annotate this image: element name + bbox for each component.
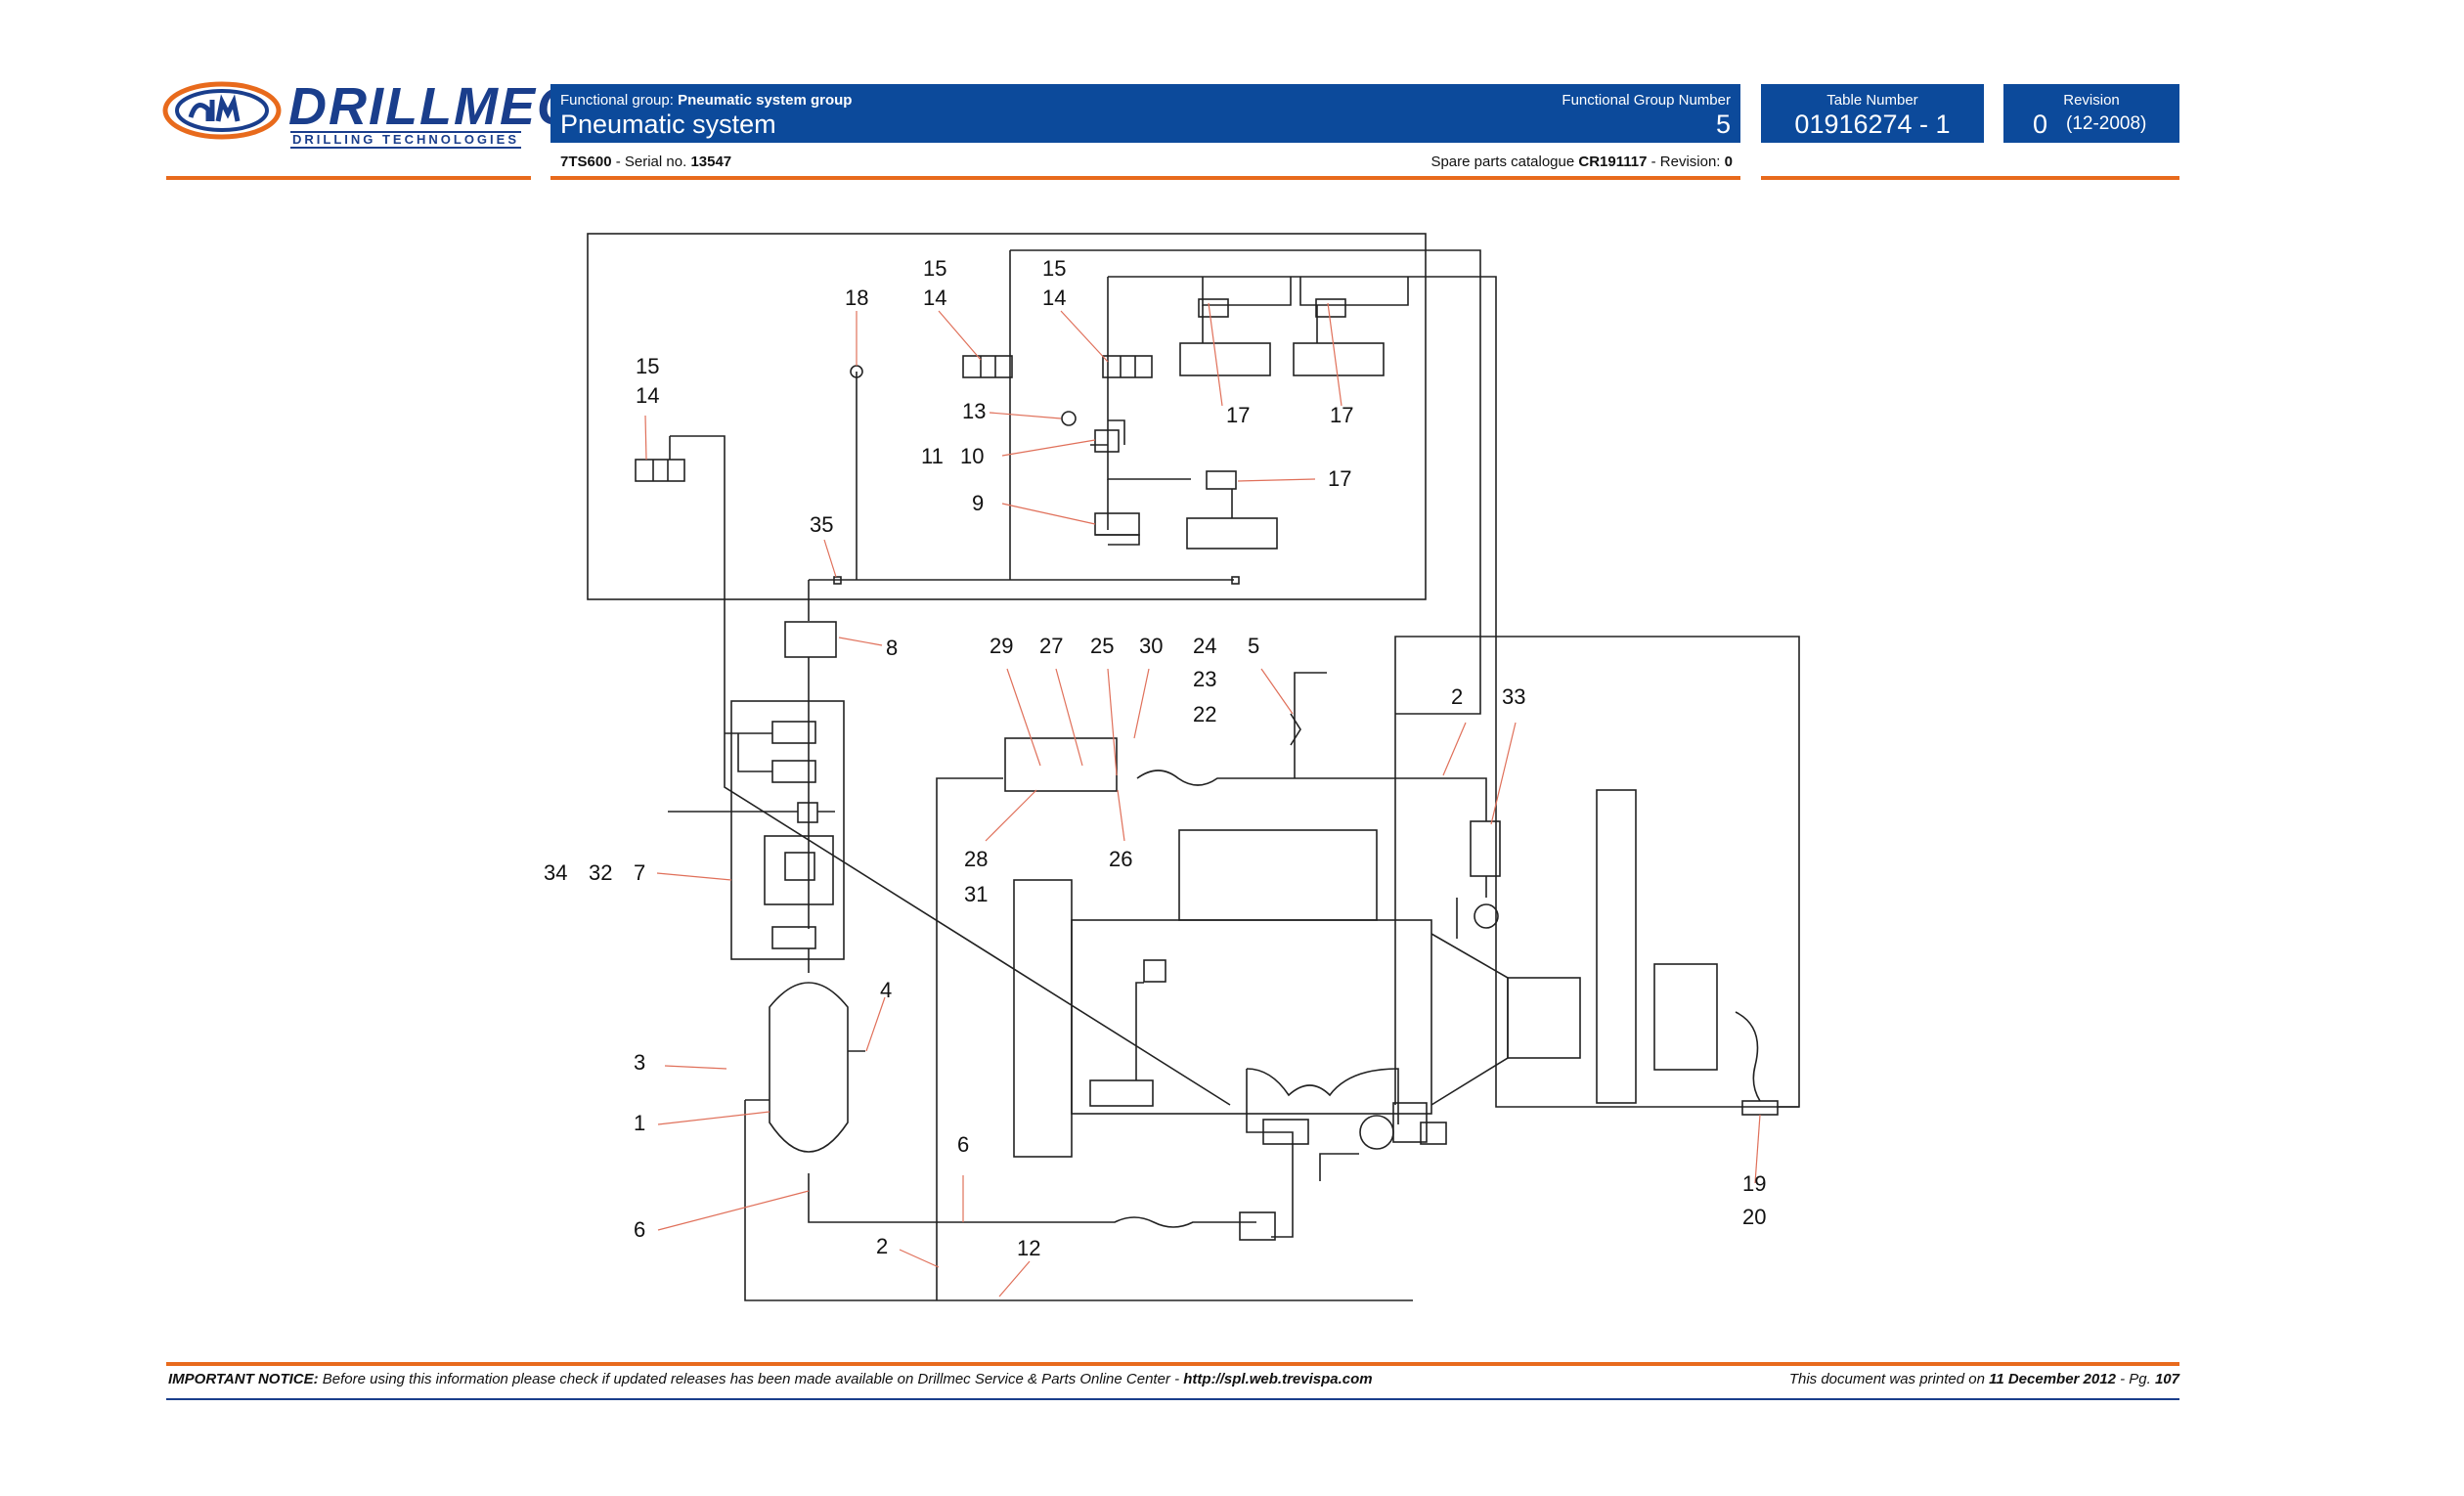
logo-tagline: DRILLING TECHNOLOGIES (290, 131, 521, 149)
catalogue-number: CR191117 (1578, 154, 1648, 170)
important-notice: IMPORTANT NOTICE: Before using this info… (168, 1371, 1373, 1387)
callout-20: 20 (1742, 1205, 1766, 1229)
callout-7: 7 (634, 860, 645, 885)
divider (166, 176, 531, 180)
divider (550, 176, 1740, 180)
callout-5: 5 (1248, 634, 1259, 658)
callout-17: 17 (1330, 403, 1353, 427)
serial-label: - Serial no. (615, 154, 687, 170)
callout-1: 1 (634, 1111, 645, 1135)
header-functional-group: Functional group: Pneumatic system group… (550, 84, 1740, 143)
callout-31: 31 (964, 882, 988, 906)
notice-label: IMPORTANT NOTICE: (168, 1371, 319, 1387)
callout-29: 29 (990, 634, 1013, 658)
callout-4: 4 (880, 978, 892, 1002)
page-title: Pneumatic system (560, 110, 776, 139)
table-number: 01916274 - 1 (1794, 110, 1951, 139)
revision-date: (12-2008) (2066, 113, 2147, 134)
schematic-lines (587, 233, 1800, 1301)
drillmec-logo: DRILLMEC DRILLING TECHNOLOGIES (161, 76, 575, 150)
callout-9: 9 (972, 491, 984, 515)
printed-date: 11 December 2012 (1989, 1371, 2116, 1387)
revision-label: Revision (2063, 92, 2120, 109)
callout-23: 23 (1193, 667, 1216, 691)
callout-15: 15 (636, 354, 659, 378)
callout-35: 35 (810, 512, 833, 537)
header-table-number: Table Number 01916274 - 1 (1761, 84, 1984, 143)
callout-32: 32 (589, 860, 612, 885)
table-number-label: Table Number (1826, 92, 1918, 109)
callout-17: 17 (1328, 466, 1351, 491)
callout-3: 3 (634, 1050, 645, 1075)
catalogue-label: Spare parts catalogue (1430, 154, 1575, 170)
printed-label: This document was printed on (1788, 1371, 1985, 1387)
drillmec-emblem-icon (162, 81, 282, 140)
callout-25: 25 (1090, 634, 1114, 658)
callout-6: 6 (634, 1217, 645, 1242)
notice-text: Before using this information please che… (322, 1371, 1180, 1387)
callout-14: 14 (923, 286, 946, 310)
functional-group-name: Pneumatic system group (678, 92, 853, 109)
callout-11: 11 (921, 444, 944, 468)
callout-26: 26 (1109, 847, 1132, 871)
header-revision: Revision 0 (12-2008) (2003, 84, 2179, 143)
callout-30: 30 (1139, 634, 1163, 658)
callout-14: 14 (636, 383, 659, 408)
callout-28: 28 (964, 847, 988, 871)
serial-number: 13547 (690, 154, 732, 170)
logo-wordmark: DRILLMEC (288, 77, 577, 136)
model: 7TS600 (560, 154, 612, 170)
model-serial: 7TS600 - Serial no. 13547 (560, 154, 731, 170)
callout-8: 8 (886, 636, 898, 660)
callout-2: 2 (1451, 684, 1463, 709)
page-label: - Pg. (2120, 1371, 2151, 1387)
callout-15: 15 (923, 256, 946, 281)
functional-group-number-label: Functional Group Number (1562, 92, 1731, 109)
leader-lines (644, 302, 1761, 1298)
callout-22: 22 (1193, 702, 1216, 726)
callout-12: 12 (1017, 1236, 1040, 1260)
functional-group-line: Functional group: Pneumatic system group (560, 92, 852, 109)
callout-2: 2 (876, 1234, 888, 1258)
callout-24: 24 (1193, 634, 1216, 658)
callout-18: 18 (845, 286, 868, 310)
revision-number: 0 (2033, 110, 2048, 139)
callout-15: 15 (1042, 256, 1066, 281)
callout-13: 13 (962, 399, 986, 423)
callout-6: 6 (957, 1132, 969, 1157)
callout-14: 14 (1042, 286, 1066, 310)
footer-divider (166, 1398, 2179, 1400)
page-number: 107 (2154, 1371, 2179, 1387)
print-info: This document was printed on 11 December… (1789, 1371, 2179, 1387)
notice-link[interactable]: http://spl.web.trevispa.com (1183, 1371, 1373, 1387)
catalogue-info: Spare parts catalogue CR191117 - Revisio… (1430, 154, 1733, 170)
catalogue-revision-label: - Revision: (1650, 154, 1721, 170)
divider (1761, 176, 2179, 180)
divider (166, 1362, 2179, 1366)
catalogue-revision: 0 (1724, 154, 1733, 170)
callout-27: 27 (1039, 634, 1063, 658)
callout-10: 10 (960, 444, 984, 468)
control-panel-frame (587, 233, 1427, 600)
callout-34: 34 (544, 860, 567, 885)
callout-labels: 15 14 18 15 14 15 14 13 11 10 9 17 17 17… (544, 256, 1766, 1260)
callout-17: 17 (1226, 403, 1250, 427)
callout-19: 19 (1742, 1171, 1766, 1196)
functional-group-number: 5 (1715, 110, 1731, 139)
callout-33: 33 (1502, 684, 1525, 709)
functional-group-prefix: Functional group: (560, 92, 674, 109)
